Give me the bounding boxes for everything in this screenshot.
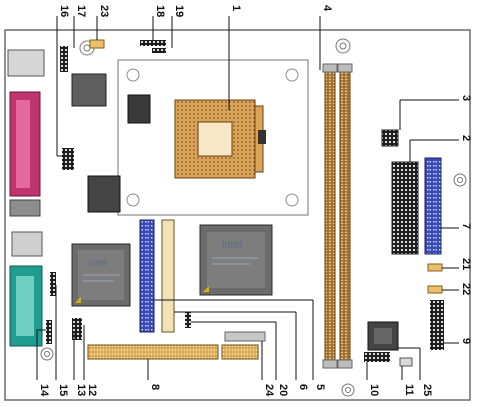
dimm-slots (322, 63, 353, 369)
header-16 (62, 148, 74, 170)
header-11 (399, 357, 413, 367)
callout-10: 10 (368, 384, 380, 396)
callout-12: 12 (86, 384, 98, 396)
callout-20: 20 (277, 384, 289, 396)
callout-1: 1 (230, 5, 242, 11)
callout-18: 18 (154, 5, 166, 17)
header-13-12 (72, 318, 82, 340)
callout-21: 21 (460, 258, 472, 270)
header-14 (46, 320, 52, 344)
callout-4: 4 (321, 5, 333, 12)
north-bridge-brand: intel (222, 239, 242, 251)
header-18 (140, 40, 166, 46)
super-io-chip (87, 175, 121, 213)
aux-power-connector (381, 129, 399, 147)
ide-primary (139, 219, 155, 333)
north-bridge-chip: intel (199, 224, 273, 296)
fan-header-23 (89, 39, 105, 49)
callout-3: 3 (460, 95, 472, 101)
callout-8: 8 (149, 384, 161, 390)
callout-5: 5 (314, 384, 326, 390)
bios-chip (71, 73, 107, 107)
cpu-retention-frame (117, 59, 309, 216)
pci-slot (87, 344, 259, 360)
callout-13: 13 (75, 384, 87, 396)
callout-15: 15 (57, 384, 69, 396)
ide-secondary (161, 219, 175, 333)
callouts-top: 16 17 23 18 19 1 4 (58, 5, 333, 17)
ps2-port (7, 49, 45, 77)
callout-22: 22 (460, 283, 472, 295)
io-chip (127, 94, 151, 124)
callout-19: 19 (173, 5, 185, 17)
callout-2: 2 (460, 135, 472, 141)
callouts-right: 3 2 7 21 22 9 (460, 95, 472, 344)
south-bridge-chip: intel (71, 243, 131, 307)
lan-port (11, 231, 43, 257)
callout-14: 14 (38, 384, 50, 397)
header-17 (60, 46, 68, 72)
header-22 (427, 285, 443, 294)
callout-7: 7 (460, 223, 472, 229)
header-19 (152, 48, 166, 53)
callout-17: 17 (75, 5, 87, 17)
cmos-battery-area (224, 331, 266, 342)
header-10 (364, 352, 390, 362)
header-9 (430, 300, 444, 350)
atx-power-connector (391, 161, 419, 255)
south-bridge-brand: intel (88, 258, 106, 269)
headers (46, 39, 444, 367)
header-21 (427, 263, 443, 272)
callout-24: 24 (263, 384, 275, 397)
header-15 (50, 272, 56, 296)
header-20 (185, 312, 191, 328)
usb-port (9, 199, 41, 217)
callout-11: 11 (403, 384, 415, 396)
callout-23: 23 (98, 5, 110, 17)
callout-6: 6 (297, 384, 309, 390)
rear-io-ports (7, 49, 45, 347)
callout-9: 9 (460, 338, 472, 344)
cpu-socket (174, 99, 266, 179)
callouts-bottom: 14 15 13 12 8 24 20 6 5 10 11 25 (38, 384, 433, 397)
callout-16: 16 (58, 5, 70, 17)
callout-lines (36, 16, 459, 380)
floppy-connector (424, 157, 442, 255)
mounting-holes (40, 38, 467, 397)
callout-25: 25 (421, 384, 433, 396)
